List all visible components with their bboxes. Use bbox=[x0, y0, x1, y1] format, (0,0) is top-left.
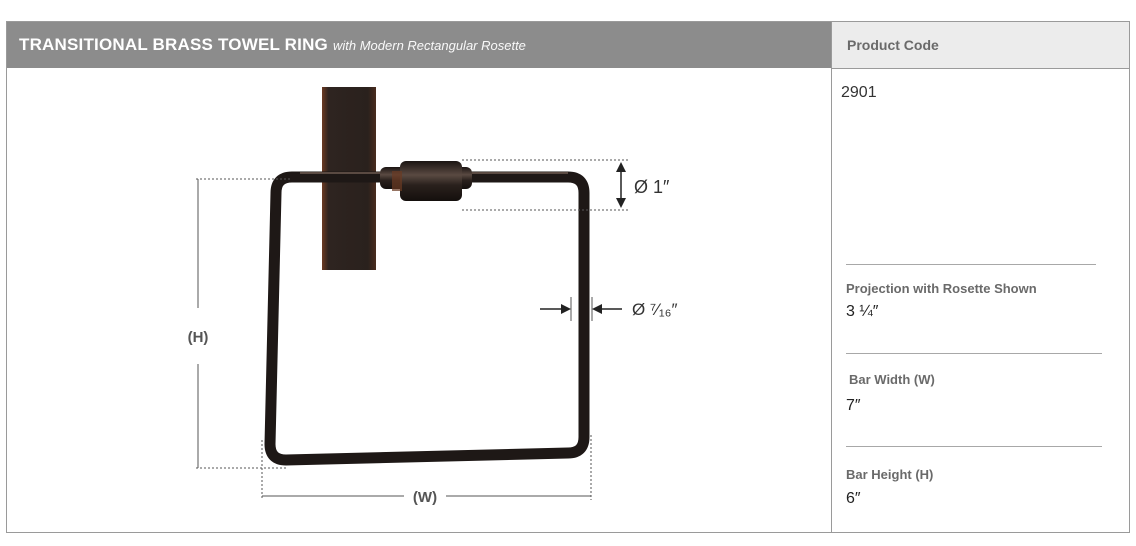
spec-divider bbox=[846, 353, 1102, 354]
spec-divider bbox=[846, 446, 1102, 447]
spec-value-width: 7″ bbox=[846, 397, 861, 414]
title-bar: TRANSITIONAL BRASS TOWEL RING with Moder… bbox=[7, 22, 831, 68]
product-drawing: Ø 1″ Ø ⁷⁄₁₆″ (H) (W) bbox=[188, 87, 678, 506]
spec-divider bbox=[846, 264, 1096, 265]
product-title: TRANSITIONAL BRASS TOWEL RING bbox=[19, 35, 328, 54]
dim-label-width: (W) bbox=[413, 489, 437, 506]
product-code-value: 2901 bbox=[841, 84, 877, 101]
spec-label-height: Bar Height (H) bbox=[846, 467, 934, 482]
dim-label-height: (H) bbox=[188, 329, 209, 346]
arrow-down-icon bbox=[616, 198, 626, 208]
column-divider bbox=[831, 22, 832, 532]
spec-value-height: 6″ bbox=[846, 490, 861, 507]
spec-value-projection: 3 ¼″ bbox=[846, 303, 879, 320]
dim-label-ring: Ø ⁷⁄₁₆″ bbox=[632, 300, 678, 319]
dim-label-post: Ø 1″ bbox=[634, 177, 670, 197]
product-code-header: Product Code bbox=[832, 22, 1129, 68]
product-code-label: Product Code bbox=[847, 37, 939, 53]
arrow-right-icon bbox=[561, 304, 571, 314]
product-subtitle: with Modern Rectangular Rosette bbox=[332, 37, 526, 53]
spec-label-width: Bar Width (W) bbox=[849, 372, 935, 387]
header-divider bbox=[832, 68, 1129, 69]
arrow-left-icon bbox=[592, 304, 602, 314]
post-accent bbox=[392, 171, 402, 191]
towel-ring bbox=[264, 171, 590, 466]
post-collar bbox=[400, 161, 462, 201]
spec-label-projection: Projection with Rosette Shown bbox=[846, 281, 1037, 296]
arrow-up-icon bbox=[616, 162, 626, 172]
